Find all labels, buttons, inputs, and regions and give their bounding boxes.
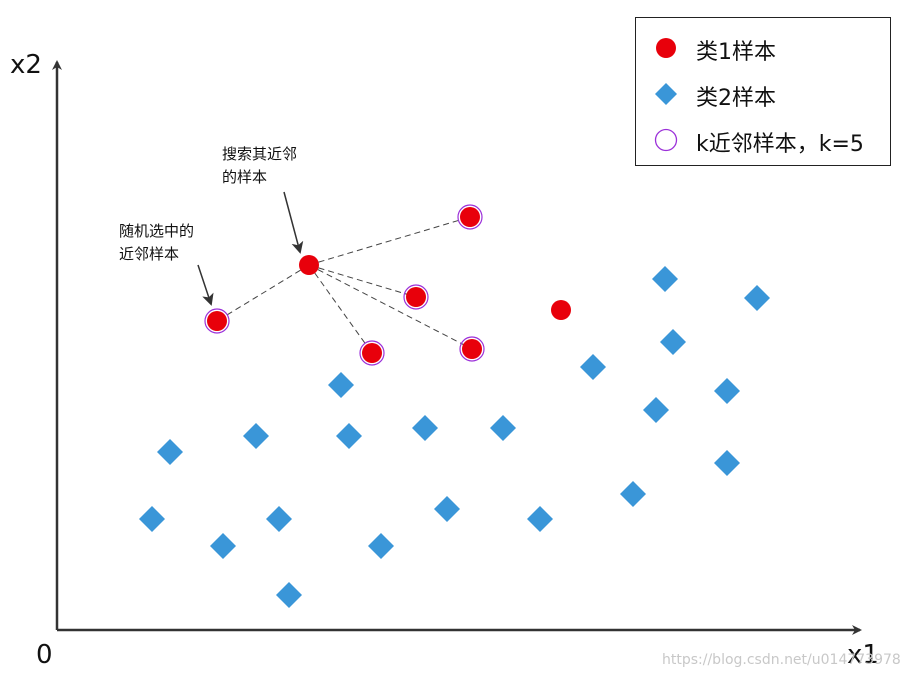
class2-point <box>660 329 686 355</box>
query-point <box>299 255 319 275</box>
class1-point <box>460 207 480 227</box>
class2-point <box>490 415 516 441</box>
class2-point <box>368 533 394 559</box>
class1-point <box>551 300 571 320</box>
class2-points <box>139 266 770 608</box>
class2-point <box>412 415 438 441</box>
purple-ring-icon <box>654 128 678 152</box>
class2-point <box>643 397 669 423</box>
class2-point <box>243 423 269 449</box>
legend-item-class1: 类1样本 <box>636 28 892 68</box>
legend-label: k近邻样本，k=5 <box>696 132 864 157</box>
neighbor-link <box>216 264 310 322</box>
neighbor-link <box>308 216 471 266</box>
class2-point <box>744 285 770 311</box>
y-axis-label: x2 <box>10 50 42 80</box>
class2-point <box>714 450 740 476</box>
x-axis-label: x1 <box>847 640 879 670</box>
class2-point <box>527 506 553 532</box>
class2-point <box>157 439 183 465</box>
origin-label: 0 <box>36 640 53 670</box>
class2-point <box>210 533 236 559</box>
neighbor-ring <box>459 336 485 362</box>
class2-point <box>620 481 646 507</box>
class2-point <box>266 506 292 532</box>
selected-neighbor-annotation: 随机选中的 近邻样本 <box>119 222 195 263</box>
legend-label: 类1样本 <box>696 40 776 65</box>
class2-point <box>652 266 678 292</box>
class2-point <box>714 378 740 404</box>
class1-points <box>204 204 571 366</box>
neighbor-link <box>308 264 417 298</box>
neighbor-ring <box>403 284 429 310</box>
red-circle-icon <box>656 38 676 58</box>
neighbor-ring <box>359 340 385 366</box>
class1-point <box>362 343 382 363</box>
watermark: https://blog.csdn.net/u014773978 <box>662 652 901 668</box>
legend: 类1样本 类2样本 k近邻样本，k=5 <box>635 17 891 166</box>
neighbor-link <box>308 264 373 354</box>
query-pointer-arrow <box>283 191 304 254</box>
legend-item-neighbors: k近邻样本，k=5 <box>636 120 892 160</box>
neighbor-ring <box>204 308 230 334</box>
neighbor-links <box>216 216 473 354</box>
class1-point <box>207 311 227 331</box>
legend-item-class2: 类2样本 <box>636 74 892 114</box>
class2-point <box>328 372 354 398</box>
class2-point <box>336 423 362 449</box>
neighbor-ring <box>457 204 483 230</box>
blue-diamond-icon <box>655 83 677 105</box>
random-pointer-arrow <box>197 264 214 306</box>
query-point-annotation: 搜索其近邻 的样本 <box>222 145 298 186</box>
class2-point <box>276 582 302 608</box>
class1-point <box>462 339 482 359</box>
class2-point <box>139 506 165 532</box>
class1-point <box>406 287 426 307</box>
class2-point <box>434 496 460 522</box>
neighbor-link <box>308 264 473 350</box>
legend-label: 类2样本 <box>696 86 776 111</box>
class2-point <box>580 354 606 380</box>
